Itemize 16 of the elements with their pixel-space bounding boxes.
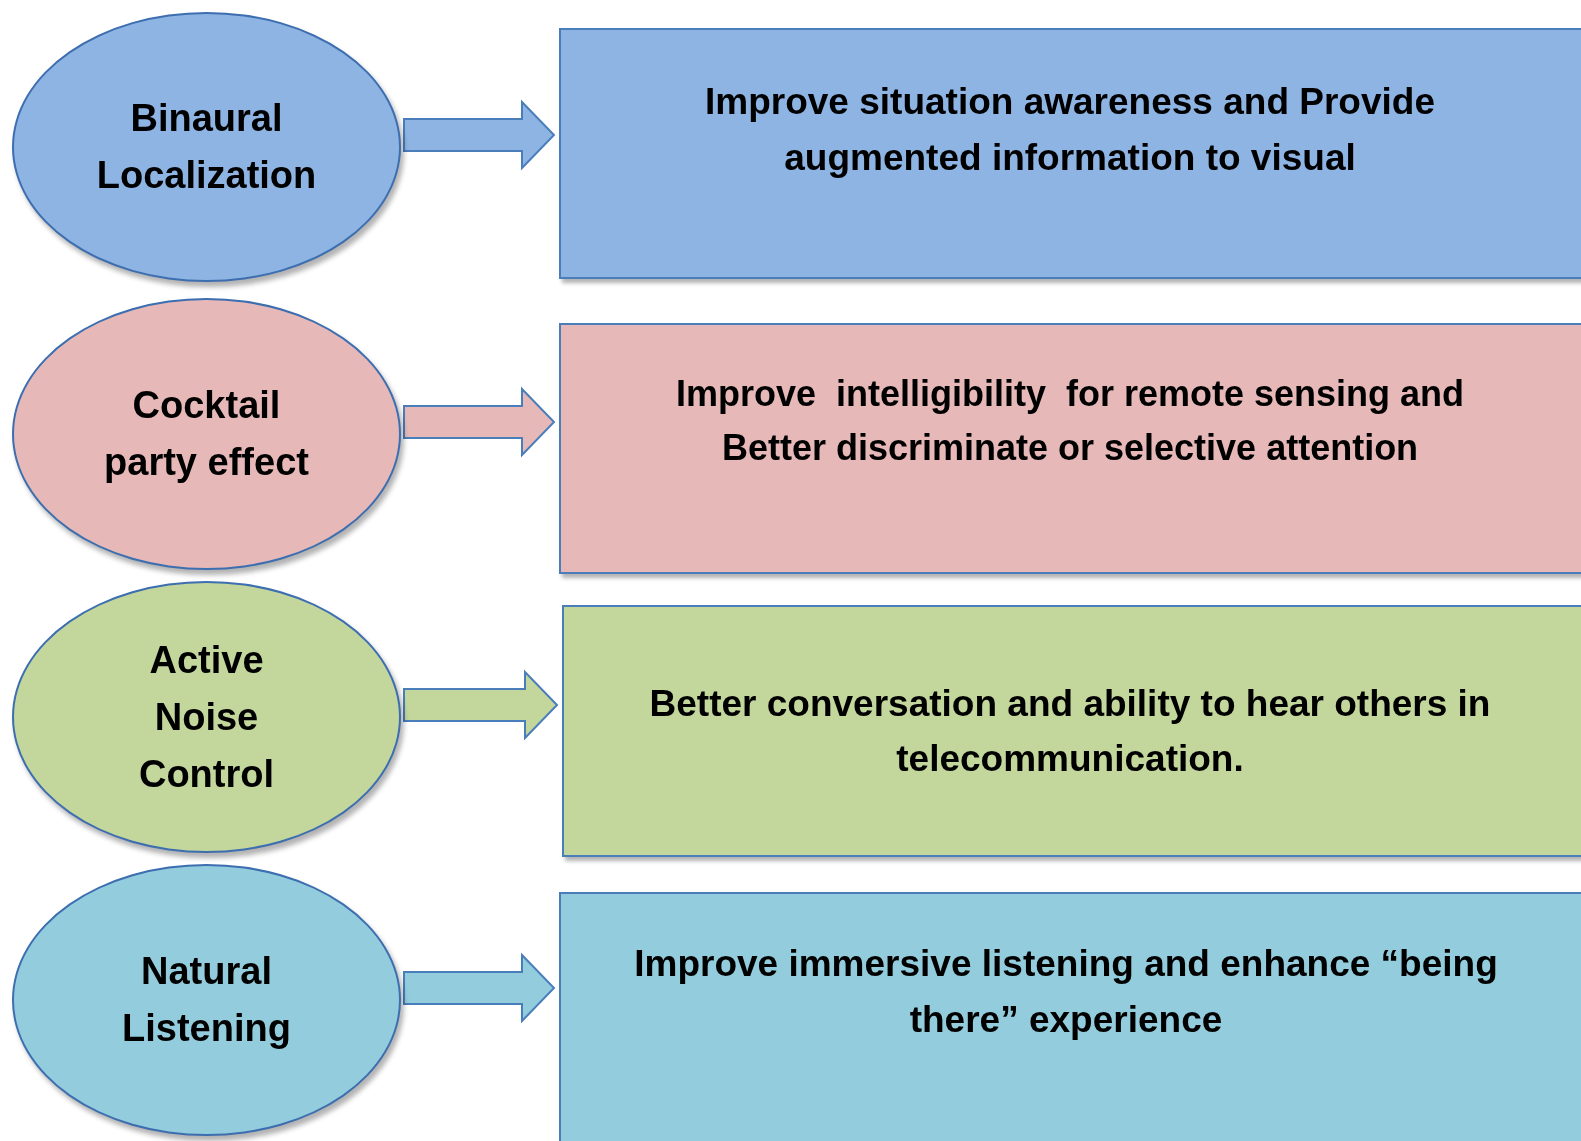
benefit-text: Improve immersive listening and enhance “being there” experience <box>633 942 1499 1042</box>
benefit-text: Improve intelligibility for remote sensing and Better discriminate or selective attention <box>674 372 1466 470</box>
block-arrow <box>403 669 559 741</box>
benefit-box <box>559 323 1581 574</box>
topic-label: Active Noise Control <box>137 637 276 797</box>
block-arrow <box>403 99 556 171</box>
block-arrow <box>403 952 556 1024</box>
block-arrow <box>403 386 556 458</box>
benefit-text: Improve situation awareness and Provide augmented information to visual <box>704 80 1436 180</box>
topic-label: Binaural Localization <box>95 96 318 198</box>
benefit-box <box>559 28 1581 279</box>
topic-label: Cocktail party effect <box>103 383 310 485</box>
benefit-box <box>562 605 1581 857</box>
benefit-text: Better conversation and ability to hear others in telecommunication. <box>648 681 1492 781</box>
topic-label: Natural Listening <box>121 949 292 1051</box>
benefit-box <box>559 892 1581 1141</box>
